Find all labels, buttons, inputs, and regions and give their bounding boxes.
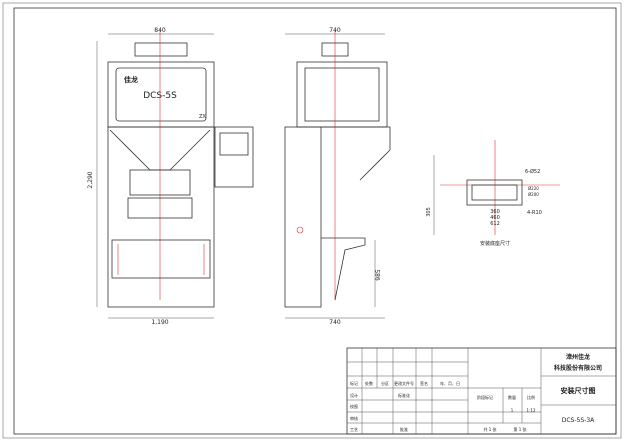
- base-view: 6-Ø52 Ø220 Ø200 4-R10 360 460 612 305 安装…: [426, 140, 560, 247]
- title-block: 标记 处数 分区 更改文件号 签名 年、月、日 设计 校图 审核 工艺 标准化 …: [346, 347, 617, 435]
- badge: ZX: [199, 114, 206, 120]
- rev-header: 签名: [420, 380, 428, 386]
- radius-label: 4-R10: [527, 210, 542, 216]
- scale-label: 比例: [527, 394, 535, 400]
- rev-header: 更改文件号: [394, 380, 414, 386]
- side-view: 740 985 740: [284, 27, 391, 326]
- dia-a: Ø220: [528, 186, 539, 191]
- approve-label: 批准: [400, 426, 408, 432]
- drawing-frame: [13, 7, 617, 435]
- rev-header: 标记: [350, 380, 358, 386]
- brand-logo: 佳龙: [124, 75, 138, 84]
- row-label: 工艺: [350, 427, 358, 432]
- dim-1: 360: [490, 209, 500, 215]
- base-caption: 安装底座尺寸: [480, 240, 510, 247]
- row-label: 审核: [350, 415, 358, 421]
- dim-2: 460: [490, 215, 500, 221]
- side-width-bottom: 740: [329, 319, 341, 326]
- weight-label: 数量: [508, 394, 516, 400]
- dim-3: 612: [490, 221, 500, 227]
- dia-b: Ø200: [528, 192, 539, 197]
- base-height: 305: [426, 207, 432, 217]
- front-view: 840 2,290 佳龙 DCS-5S ZX 1,190: [87, 27, 254, 326]
- side-height: 985: [375, 269, 382, 281]
- company-name: 漳州佳龙: [566, 353, 590, 361]
- rev-header: 分区: [381, 380, 389, 386]
- drawing-title: 安装尺寸图: [561, 386, 596, 395]
- drawing-number: DCS-5S-3A: [562, 417, 595, 424]
- std-label: 标准化: [398, 392, 410, 398]
- rev-header: 年、月、日: [440, 380, 460, 386]
- sheet-count: 共 1 张: [483, 426, 496, 432]
- scale-value: 1:12: [527, 408, 536, 413]
- row-label: 设计: [350, 392, 358, 398]
- weight-value: 1: [511, 408, 514, 413]
- rev-header: 处数: [365, 380, 373, 386]
- front-width-bottom: 1,190: [151, 319, 168, 326]
- stage-label: 阶段标记: [477, 394, 493, 400]
- sheet-number: 第 1 张: [513, 426, 526, 432]
- holes-label: 6-Ø52: [525, 168, 540, 175]
- front-height: 2,290: [87, 171, 94, 188]
- company-name-line2: 科技股份有限公司: [554, 364, 602, 372]
- row-label: 校图: [350, 403, 358, 409]
